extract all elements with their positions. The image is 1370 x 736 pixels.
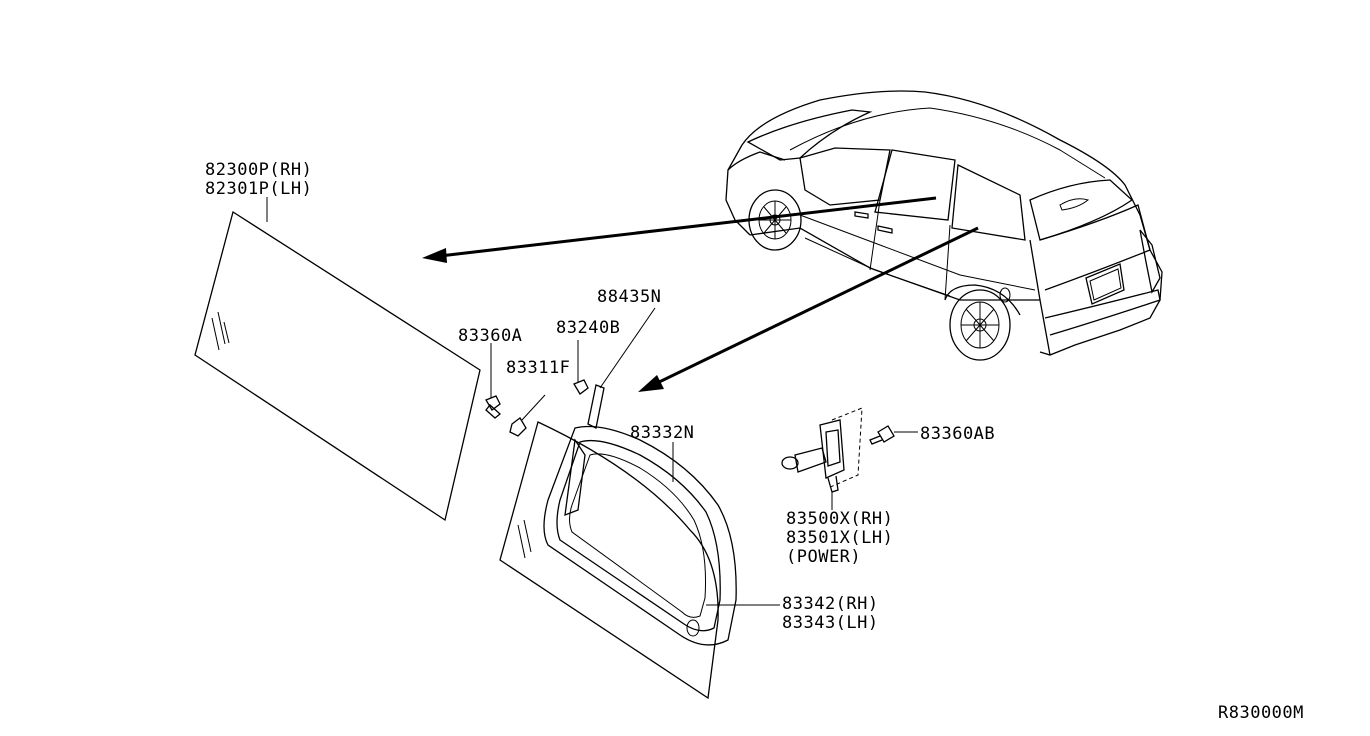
rear-glass bbox=[194, 197, 481, 522]
van-illustration bbox=[725, 90, 1163, 361]
label-83332n: 83332N bbox=[630, 423, 694, 443]
label-82301p-lh: 82301P(LH) bbox=[205, 179, 312, 199]
quarter-glass bbox=[499, 421, 737, 700]
diagram-code: R830000M bbox=[1218, 703, 1304, 723]
small-parts bbox=[485, 307, 780, 606]
label-83501x-lh: 83501X(LH) bbox=[786, 528, 893, 548]
location-arrows bbox=[422, 196, 979, 392]
label-83240b: 83240B bbox=[556, 318, 620, 338]
label-82300p-rh: 82300P(RH) bbox=[205, 160, 312, 180]
label-83360ab: 83360AB bbox=[920, 424, 995, 444]
part-labels: 82300P(RH) 82301P(LH) 83360A 83240B 8843… bbox=[205, 160, 1304, 723]
label-83360a: 83360A bbox=[458, 326, 522, 346]
label-83343-lh: 83343(LH) bbox=[782, 613, 879, 633]
label-88435n: 88435N bbox=[597, 287, 661, 307]
label-83311f: 83311F bbox=[506, 358, 570, 378]
label-83342-rh: 83342(RH) bbox=[782, 594, 879, 614]
actuator-assembly bbox=[781, 407, 918, 510]
label-power: (POWER) bbox=[786, 547, 861, 567]
label-83500x-rh: 83500X(RH) bbox=[786, 509, 893, 529]
